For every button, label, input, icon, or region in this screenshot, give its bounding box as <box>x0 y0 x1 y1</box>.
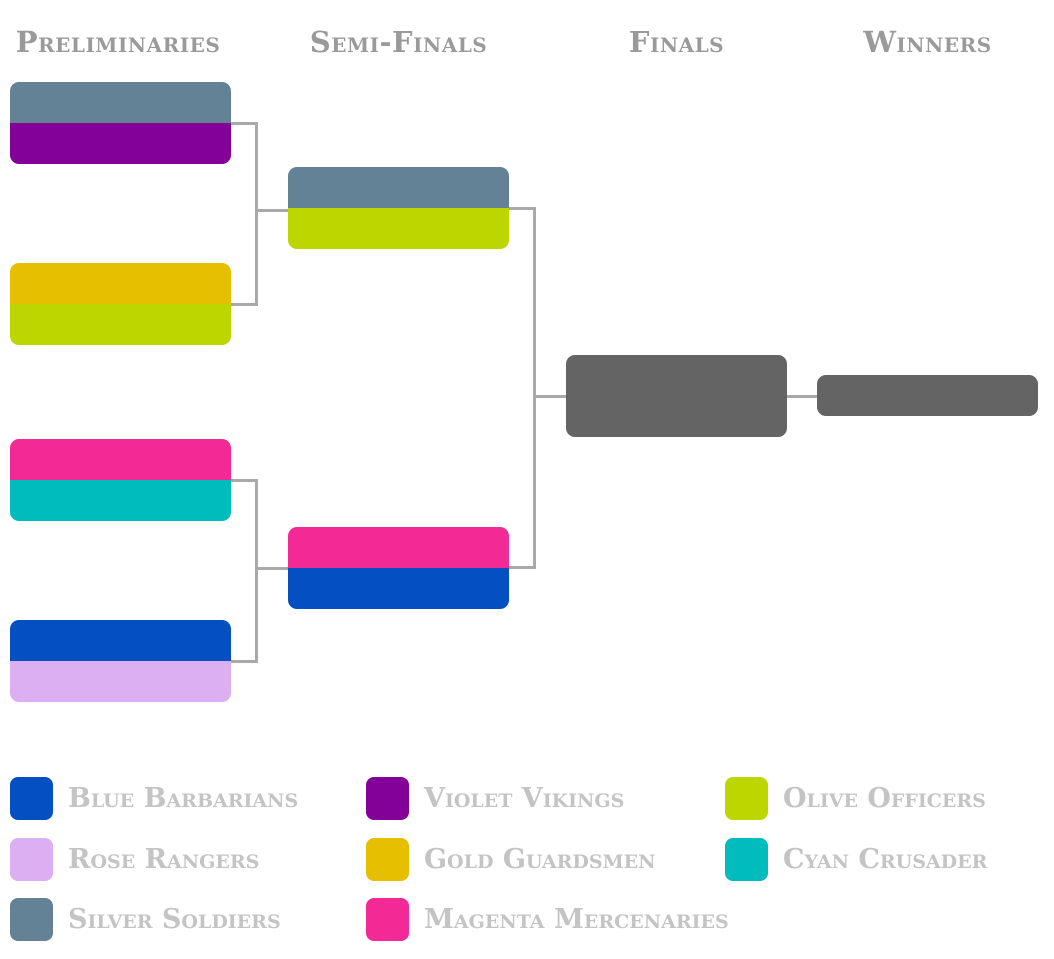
connector-line <box>509 566 536 569</box>
round-title-semi-finals: Semi-Finals <box>309 25 488 59</box>
legend-swatch <box>366 897 409 941</box>
connector-line <box>255 122 258 306</box>
semi-final-match-2 <box>288 527 509 609</box>
legend-item-blue: Blue Barbarians <box>10 776 298 820</box>
connector-line <box>231 303 258 306</box>
connector-line <box>255 479 258 663</box>
team-slot-magenta <box>10 439 231 480</box>
team-slot-olive <box>10 304 231 345</box>
legend-item-rose: Rose Rangers <box>10 837 259 881</box>
legend-label: Gold Guardsmen <box>424 843 656 875</box>
round-title-winners: Winners <box>863 25 992 59</box>
legend-label: Olive Officers <box>783 782 986 814</box>
legend-label: Blue Barbarians <box>68 782 299 814</box>
team-slot-violet <box>10 123 231 164</box>
legend-swatch <box>10 897 53 941</box>
legend-swatch <box>366 776 409 820</box>
legend-label: Rose Rangers <box>68 843 260 875</box>
team-slot-gold <box>10 263 231 304</box>
preliminary-match-2 <box>10 263 231 345</box>
connector-line <box>231 122 258 125</box>
team-slot-empty <box>566 396 787 437</box>
legend-item-silver: Silver Soldiers <box>10 897 281 941</box>
preliminary-match-4 <box>10 620 231 702</box>
team-slot-olive <box>288 208 509 249</box>
connector-line <box>533 395 566 398</box>
legend-label: Silver Soldiers <box>68 903 281 935</box>
team-slot-cyan <box>10 480 231 521</box>
connector-line <box>231 479 258 482</box>
round-title-preliminaries: Preliminaries <box>15 25 221 59</box>
legend-swatch <box>10 776 53 820</box>
legend-item-cyan: Cyan Crusader <box>725 837 987 881</box>
legend-swatch <box>366 837 409 881</box>
legend-item-gold: Gold Guardsmen <box>366 837 656 881</box>
team-slot-silver <box>10 82 231 123</box>
preliminary-match-3 <box>10 439 231 521</box>
connector-line <box>255 567 288 570</box>
legend-swatch <box>725 776 768 820</box>
connector-line <box>533 207 536 569</box>
preliminary-match-1 <box>10 82 231 164</box>
team-slot-rose <box>10 661 231 702</box>
legend-swatch <box>10 837 53 881</box>
legend-label: Violet Vikings <box>424 782 625 814</box>
legend-swatch <box>725 837 768 881</box>
legend-item-olive: Olive Officers <box>725 776 986 820</box>
winner-slot <box>817 375 1038 416</box>
semi-final-match-1 <box>288 167 509 249</box>
connector-line <box>509 207 536 210</box>
connector-line <box>231 660 258 663</box>
legend-item-magenta: Magenta Mercenaries <box>366 897 729 941</box>
team-slot-empty <box>566 355 787 396</box>
legend-label: Cyan Crusader <box>783 843 988 875</box>
final-match <box>566 355 787 437</box>
connector-line <box>787 395 817 398</box>
team-slot-magenta <box>288 527 509 568</box>
legend-label: Magenta Mercenaries <box>424 903 729 935</box>
team-slot-silver <box>288 167 509 208</box>
round-title-finals: Finals <box>628 25 725 59</box>
connector-line <box>255 209 288 212</box>
team-slot-blue <box>10 620 231 661</box>
legend-item-violet: Violet Vikings <box>366 776 624 820</box>
team-slot-blue <box>288 568 509 609</box>
